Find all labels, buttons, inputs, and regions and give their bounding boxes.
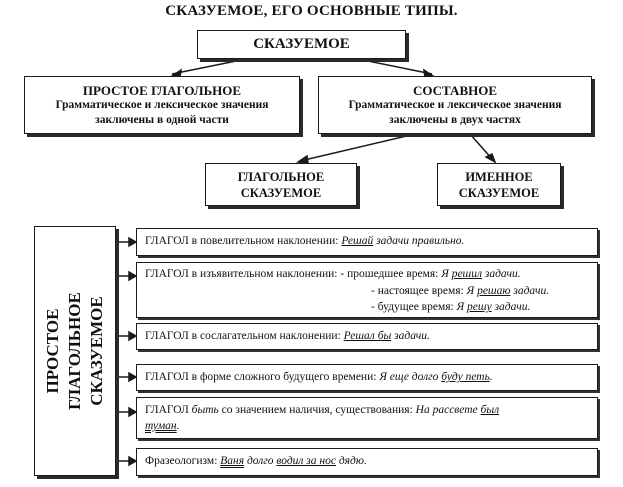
- simple-verbal-desc-line1: Грамматическое и лексическое значения: [55, 98, 269, 111]
- item-6-example-predicate: водил за нос: [276, 455, 336, 467]
- item-6-example-mid: долго: [244, 455, 277, 467]
- simple-verbal-heading: ПРОСТОЕ ГЛАГОЛЬНОЕ: [82, 82, 242, 98]
- compound-verbal-node: ГЛАГОЛЬНОЕ СКАЗУЕМОЕ: [205, 163, 357, 206]
- item-2-ex1-predicate: решил: [451, 268, 482, 280]
- item-1-text: ГЛАГОЛ в повелительном наклонении:: [145, 235, 342, 247]
- item-3-example-rest: задачи.: [391, 330, 430, 342]
- arrow-head-item-5: [128, 406, 138, 418]
- simple-verbal-node: ПРОСТОЕ ГЛАГОЛЬНОЕ Грамматическое и лекс…: [24, 76, 300, 134]
- item-6-example-rest: дядю.: [335, 455, 367, 467]
- item-2-ex3-predicate: решу: [467, 301, 492, 313]
- item-3-example-predicate: Решал бы: [343, 330, 392, 342]
- item-2-ex1-post: задачи.: [482, 268, 521, 280]
- item-2-ex3-post: задачи.: [491, 301, 531, 313]
- item-2-line3: - будущее время:: [371, 301, 457, 313]
- vertical-label: ПРОСТОЕ ГЛАГОЛЬНОЕ СКАЗУЕМОЕ: [42, 292, 108, 410]
- compound-node: СОСТАВНОЕ Грамматическое и лексическое з…: [318, 76, 592, 134]
- item-2-ex2-predicate: решаю: [477, 284, 511, 297]
- item-1-example-predicate: Решай: [341, 235, 374, 247]
- arrow-head-compound-nominal: [484, 152, 497, 164]
- vertical-label-line3: СКАЗУЕМОЕ: [87, 296, 106, 406]
- item-6-example-subject: Ваня: [220, 455, 245, 467]
- item-2-text: ГЛАГОЛ в изъявительном наклонении: - про…: [145, 268, 442, 280]
- compound-verbal-line2: СКАЗУЕМОЕ: [240, 185, 322, 200]
- arrow-compound-nominal: [469, 133, 494, 161]
- item-5-example-predicate: был: [480, 404, 500, 416]
- arrow-compound-verbal: [299, 133, 416, 162]
- arrow-head-compound-verbal: [295, 154, 309, 164]
- arrow-head-item-1: [128, 236, 138, 248]
- arrow-head-item-2: [128, 270, 138, 282]
- item-5-text-pre: ГЛАГОЛ: [145, 404, 192, 416]
- item-5-example-rest: .: [176, 420, 180, 432]
- item-compound-future: ГЛАГОЛ в форме сложного будущего времени…: [136, 364, 598, 391]
- item-5-example-subject: туман: [145, 420, 177, 432]
- compound-desc-line2: заключены в двух частях: [389, 113, 521, 126]
- item-4-example-predicate: буду петь: [441, 371, 490, 383]
- item-5-text: со значением наличия, существования:: [218, 404, 416, 416]
- compound-desc-line1: Грамматическое и лексическое значения: [348, 98, 562, 111]
- item-subjunctive: ГЛАГОЛ в сослагательном наклонении: Реша…: [136, 323, 598, 350]
- item-2-ex3-pre: Я: [456, 301, 468, 313]
- item-5-example-pre: На рассвете: [415, 404, 481, 416]
- simple-verbal-vertical-box: ПРОСТОЕ ГЛАГОЛЬНОЕ СКАЗУЕМОЕ: [34, 226, 116, 476]
- compound-nominal-line1: ИМЕННОЕ: [465, 169, 533, 184]
- compound-nominal-node: ИМЕННОЕ СКАЗУЕМОЕ: [437, 163, 561, 206]
- simple-verbal-desc-line2: заключены в одной части: [95, 113, 229, 126]
- compound-verbal-line1: ГЛАГОЛЬНОЕ: [237, 169, 325, 184]
- page-title: СКАЗУЕМОЕ, ЕГО ОСНОВНЫЕ ТИПЫ.: [165, 3, 458, 19]
- arrow-root-simple: [171, 58, 247, 75]
- vertical-label-line2: ГЛАГОЛЬНОЕ: [65, 292, 84, 410]
- compound-heading: СОСТАВНОЕ: [412, 82, 498, 98]
- root-node: СКАЗУЕМОЕ: [197, 30, 406, 59]
- item-indicative: ГЛАГОЛ в изъявительном наклонении: - про…: [136, 262, 598, 318]
- item-2-line2: - настоящее время:: [371, 284, 467, 297]
- vertical-label-line1: ПРОСТОЕ: [43, 308, 62, 394]
- item-4-example-rest: .: [489, 371, 493, 383]
- item-2-ex2-post: задачи.: [510, 284, 550, 297]
- item-imperative: ГЛАГОЛ в повелительном наклонении: Решай…: [136, 228, 598, 256]
- item-4-example-pre: Я еще долго: [379, 371, 442, 383]
- arrow-head-item-6: [128, 455, 138, 467]
- item-5-text-italic: быть: [191, 404, 219, 416]
- item-6-text: Фразеологизм:: [145, 455, 221, 467]
- item-2-ex1-pre: Я: [441, 268, 452, 280]
- arrow-head-item-4: [128, 371, 138, 383]
- item-3-text: ГЛАГОЛ в сослагательном наклонении:: [145, 330, 344, 342]
- item-phraseologism: Фразеологизм: Ваня долго водил за нос дя…: [136, 448, 598, 476]
- item-1-example-rest: задачи правильно.: [373, 235, 465, 247]
- item-2-ex2-pre: Я: [466, 284, 478, 297]
- arrow-head-item-3: [128, 330, 138, 342]
- arrow-root-compound: [357, 58, 433, 75]
- item-verb-byt: ГЛАГОЛ быть со значением наличия, сущест…: [136, 397, 598, 439]
- compound-nominal-line2: СКАЗУЕМОЕ: [458, 185, 540, 200]
- root-node-label: СКАЗУЕМОЕ: [253, 36, 350, 52]
- item-4-text: ГЛАГОЛ в форме сложного будущего времени…: [145, 371, 380, 383]
